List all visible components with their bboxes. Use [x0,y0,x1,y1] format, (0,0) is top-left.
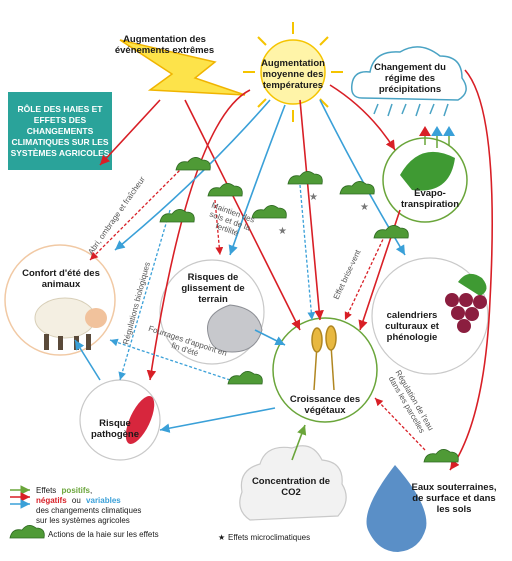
legend-hedge: Actions de la haie sur les effets [48,530,159,539]
label-growth: Croissance des végétaux [289,394,361,416]
hedge-icon [175,157,211,171]
rock-icon [207,304,263,353]
svg-text:négatifs ou variab: négatifs ou variables [36,496,121,505]
hedge-icon [423,449,459,463]
wheat-icon [311,325,337,391]
label-temperature: Augmentation moyenne des températures [261,58,325,91]
micro-star: ★ [278,226,287,237]
label-comfort: Confort d'été des animaux [22,268,100,290]
edge-label-windbreak: Effet brise-vent [332,248,363,301]
growth-node [272,317,378,423]
evapo-node [382,126,468,223]
negative-effects [99,69,493,471]
edge-label-soil: Maintien des sols et de la fertilité [208,200,256,238]
diagram-title: RÔLE DES HAIES ET EFFETS DES CHANGEMENTS… [8,92,112,170]
legend-negative: négatifs [36,496,67,505]
micro-star: ★ [360,202,369,213]
hedge-icon [207,183,243,197]
legend-comma: , [90,486,92,495]
label-landslide: Risques de glissement de terrain [181,272,245,305]
label-evapo: Évapo-transpiration [400,188,460,210]
legend-line3: sur les systèmes agricoles [36,516,130,525]
positive-effect-arrow [291,424,307,461]
legend-star-icon: ★ [218,533,225,542]
micro-star: ★ [309,192,318,203]
hedge-icon [251,205,287,219]
sun-icon [243,22,343,122]
bacteria-icon [125,396,155,444]
grapes-icon [445,273,487,333]
label-pathogen: Risque pathogène [90,418,140,440]
edge-label-shade: Abri, ombrage et fraîcheur [86,175,147,257]
hedge-icon [339,181,375,195]
label-water: Eaux souterraines, de surface et dans le… [411,482,497,515]
lightning-icon [119,39,246,96]
label-extreme-events: Augmentation des événements extrêmes [114,34,215,56]
svg-text:Effets positifs,: Effets positifs, [36,486,92,495]
water-drop-icon [366,465,427,552]
legend-variable: variables [86,496,121,505]
hedge-icon [287,171,323,185]
hedge-actions [89,159,426,451]
label-precipitation: Changement du régime des précipitations [374,62,446,95]
hedge-icon [159,209,195,223]
hedge-icon [227,371,263,385]
label-co2: Concentration de CO2 [251,476,331,498]
comfort-node [4,244,116,356]
landslide-node [159,259,265,365]
cloud-icon [350,46,467,117]
legend-hedge-icon [9,525,45,539]
calendars-node [371,257,489,375]
hedge-icon [373,225,409,239]
legend-effects: Effets [36,486,56,495]
legend-micro: Effets microclimatiques [228,533,310,542]
legend-line2: des changements climatiques [36,506,141,515]
edge-label-water-reg: Régulation de l'eau dans les parcelles [386,368,436,435]
legend-or: ou [72,496,81,505]
legend: Effets positifs, négatifs ou variables d… [9,485,310,542]
co2-node [239,445,347,521]
label-calendars: calendriers culturaux et phénologie [385,310,439,343]
legend-positive: positifs [62,486,91,495]
